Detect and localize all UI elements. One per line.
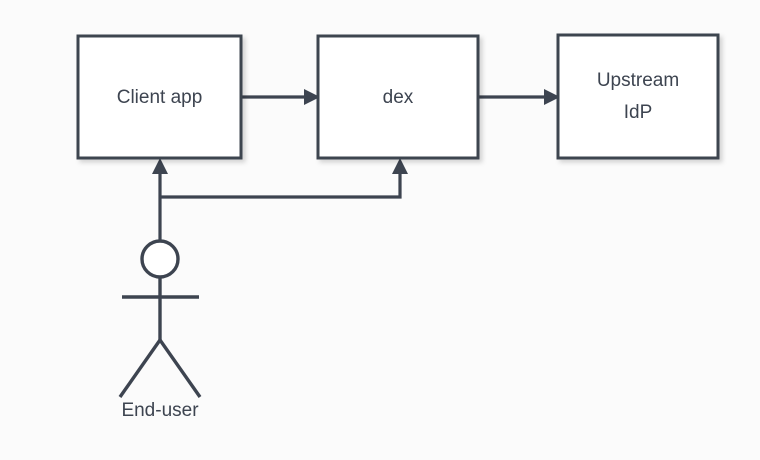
edge-client-app-to-dex <box>241 89 320 105</box>
edge-end-user-to-client-app <box>152 158 168 241</box>
edge-dex-to-upstream-idp <box>478 89 560 105</box>
node-client-app-label: Client app <box>117 87 203 108</box>
node-dex-rect[interactable] <box>316 34 480 160</box>
actor-end-user-label: End-user <box>121 400 199 421</box>
edge-end-user-to-dex-arrowhead <box>392 158 408 174</box>
node-client-app[interactable]: Client app <box>76 34 243 160</box>
edge-end-user-to-dex <box>160 158 408 199</box>
node-dex-label: dex <box>383 87 414 108</box>
edge-end-user-to-client-app-arrowhead <box>152 158 168 174</box>
node-dex[interactable]: dex <box>316 34 480 160</box>
edge-client-app-to-dex-arrowhead <box>304 89 320 105</box>
node-upstream-idp[interactable]: Upstream IdP <box>556 33 720 160</box>
node-upstream-idp-label-line2: IdP <box>624 102 653 123</box>
node-upstream-idp-label-line1: Upstream <box>597 70 679 91</box>
edge-dex-to-upstream-idp-arrowhead <box>544 89 560 105</box>
actor-end-user-right-leg <box>158 339 202 398</box>
actor-end-user-head-icon <box>140 239 180 279</box>
edge-end-user-to-dex-line <box>160 173 402 199</box>
node-client-app-rect[interactable] <box>76 34 243 160</box>
actor-end-user-left-leg <box>118 339 162 398</box>
actor-end-user[interactable]: End-user <box>118 239 202 421</box>
node-upstream-idp-rect[interactable] <box>556 33 720 160</box>
